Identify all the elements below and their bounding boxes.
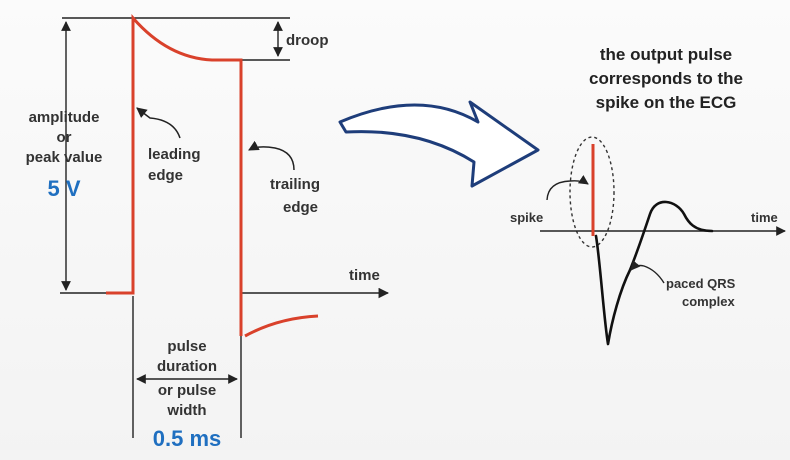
spike-pointer (546, 175, 589, 201)
leading-edge-label-line-2: edge (148, 167, 183, 184)
paced-qrs-waveform (594, 200, 714, 346)
amplitude-value: 5 V (47, 176, 80, 201)
curved-arrow-icon (338, 100, 540, 188)
ecg-caption-line-2: corresponds to the (589, 69, 743, 88)
recovery-curve (244, 314, 319, 338)
qrs-label-line-1: paced QRS (666, 276, 736, 291)
spike-label: spike (510, 210, 543, 225)
ecg-caption-line-3: spike on the ECG (596, 93, 737, 112)
pulse-waveform (106, 14, 243, 336)
trailing-edge-label-line-1: trailing (270, 176, 320, 193)
ecg-diagram: the output pulse corresponds to the spik… (510, 45, 786, 346)
time-axis-label: time (349, 267, 380, 284)
curved-arrow-shape (338, 100, 540, 188)
droop-label: droop (286, 32, 329, 49)
leading-edge-pointer (136, 107, 181, 139)
duration-value: 0.5 ms (153, 426, 222, 451)
ecg-caption-line-1: the output pulse (600, 45, 732, 64)
trailing-edge-pointer (248, 140, 295, 171)
spike-highlight-ellipse (569, 136, 615, 248)
duration-label-line-2: duration (157, 358, 217, 375)
amplitude-label-line-2: or (57, 129, 72, 146)
ecg-time-label: time (751, 210, 778, 225)
leading-edge-label-line-1: leading (148, 146, 201, 163)
trailing-edge-label-line-2: edge (283, 199, 318, 216)
qrs-pointer (630, 260, 665, 284)
duration-label-line-1: pulse (167, 338, 206, 355)
duration-label-line-4: width (166, 402, 206, 419)
amplitude-label-line-1: amplitude (29, 109, 100, 126)
amplitude-label-line-3: peak value (26, 149, 103, 166)
duration-label-line-3: or pulse (158, 382, 216, 399)
pulse-diagram: droop amplitude or peak value 5 V leadin… (26, 14, 390, 451)
qrs-label-line-2: complex (682, 294, 736, 309)
